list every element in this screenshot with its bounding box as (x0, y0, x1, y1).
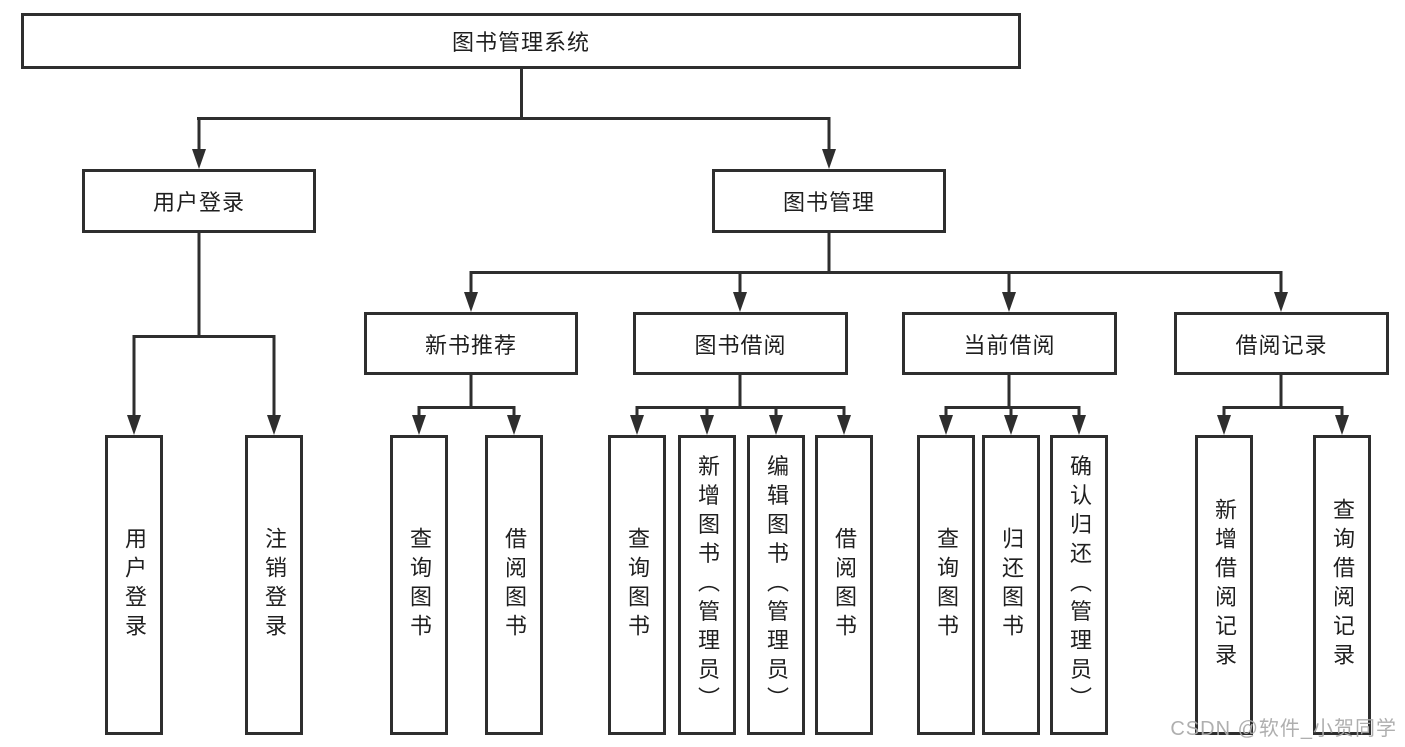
node-book-borrowing: 图书借阅 (633, 312, 848, 375)
leaf-confirm-return-admin-label: 确认归还（管理员） (1067, 454, 1092, 716)
watermark: CSDN @软件_小贺同学 (1170, 718, 1397, 740)
leaf-borrow-books-borrowing-label: 借阅图书 (832, 527, 857, 643)
leaf-confirm-return-admin: 确认归还（管理员） (1050, 435, 1108, 735)
arrowhead-icons (127, 149, 1349, 435)
node-user-login-branch: 用户登录 (82, 169, 316, 233)
leaf-return-book-label: 归还图书 (999, 527, 1024, 643)
leaf-add-borrow-record-label: 新增借阅记录 (1212, 498, 1237, 672)
leaf-query-borrow-record-label: 查询借阅记录 (1330, 498, 1355, 672)
node-book-borrowing-label: 图书借阅 (694, 332, 787, 358)
leaf-user-login-label: 用户登录 (122, 527, 147, 643)
leaf-return-book: 归还图书 (982, 435, 1040, 735)
leaf-user-login: 用户登录 (105, 435, 163, 735)
leaf-borrow-books-recommend-label: 借阅图书 (502, 527, 527, 643)
leaf-edit-book-admin-label: 编辑图书（管理员） (764, 454, 789, 716)
node-new-book-recommend: 新书推荐 (364, 312, 578, 375)
leaf-query-books-borrowing-label: 查询图书 (625, 527, 650, 643)
leaf-query-books-current-label: 查询图书 (934, 527, 959, 643)
leaf-query-books-recommend-label: 查询图书 (407, 527, 432, 643)
leaf-add-book-admin: 新增图书（管理员） (678, 435, 736, 735)
leaf-logout-label: 注销登录 (262, 527, 287, 643)
leaf-add-book-admin-label: 新增图书（管理员） (695, 454, 720, 716)
node-current-borrowing-label: 当前借阅 (963, 332, 1056, 358)
node-book-management-label: 图书管理 (782, 190, 875, 215)
leaf-edit-book-admin: 编辑图书（管理员） (747, 435, 805, 735)
leaf-query-books-recommend: 查询图书 (390, 435, 448, 735)
node-new-book-recommend-label: 新书推荐 (424, 332, 517, 358)
leaf-add-borrow-record: 新增借阅记录 (1195, 435, 1253, 735)
node-book-management: 图书管理 (712, 169, 946, 233)
node-user-login-branch-label: 用户登录 (152, 190, 245, 215)
leaf-query-books-borrowing: 查询图书 (608, 435, 666, 735)
leaf-borrow-books-borrowing: 借阅图书 (815, 435, 873, 735)
leaf-query-borrow-record: 查询借阅记录 (1313, 435, 1371, 735)
leaf-borrow-books-recommend: 借阅图书 (485, 435, 543, 735)
node-library-system-label: 图书管理系统 (451, 30, 590, 55)
node-library-system: 图书管理系统 (21, 13, 1021, 69)
leaf-logout: 注销登录 (245, 435, 303, 735)
node-borrowing-records: 借阅记录 (1174, 312, 1389, 375)
leaf-query-books-current: 查询图书 (917, 435, 975, 735)
node-borrowing-records-label: 借阅记录 (1235, 332, 1328, 358)
node-current-borrowing: 当前借阅 (902, 312, 1117, 375)
